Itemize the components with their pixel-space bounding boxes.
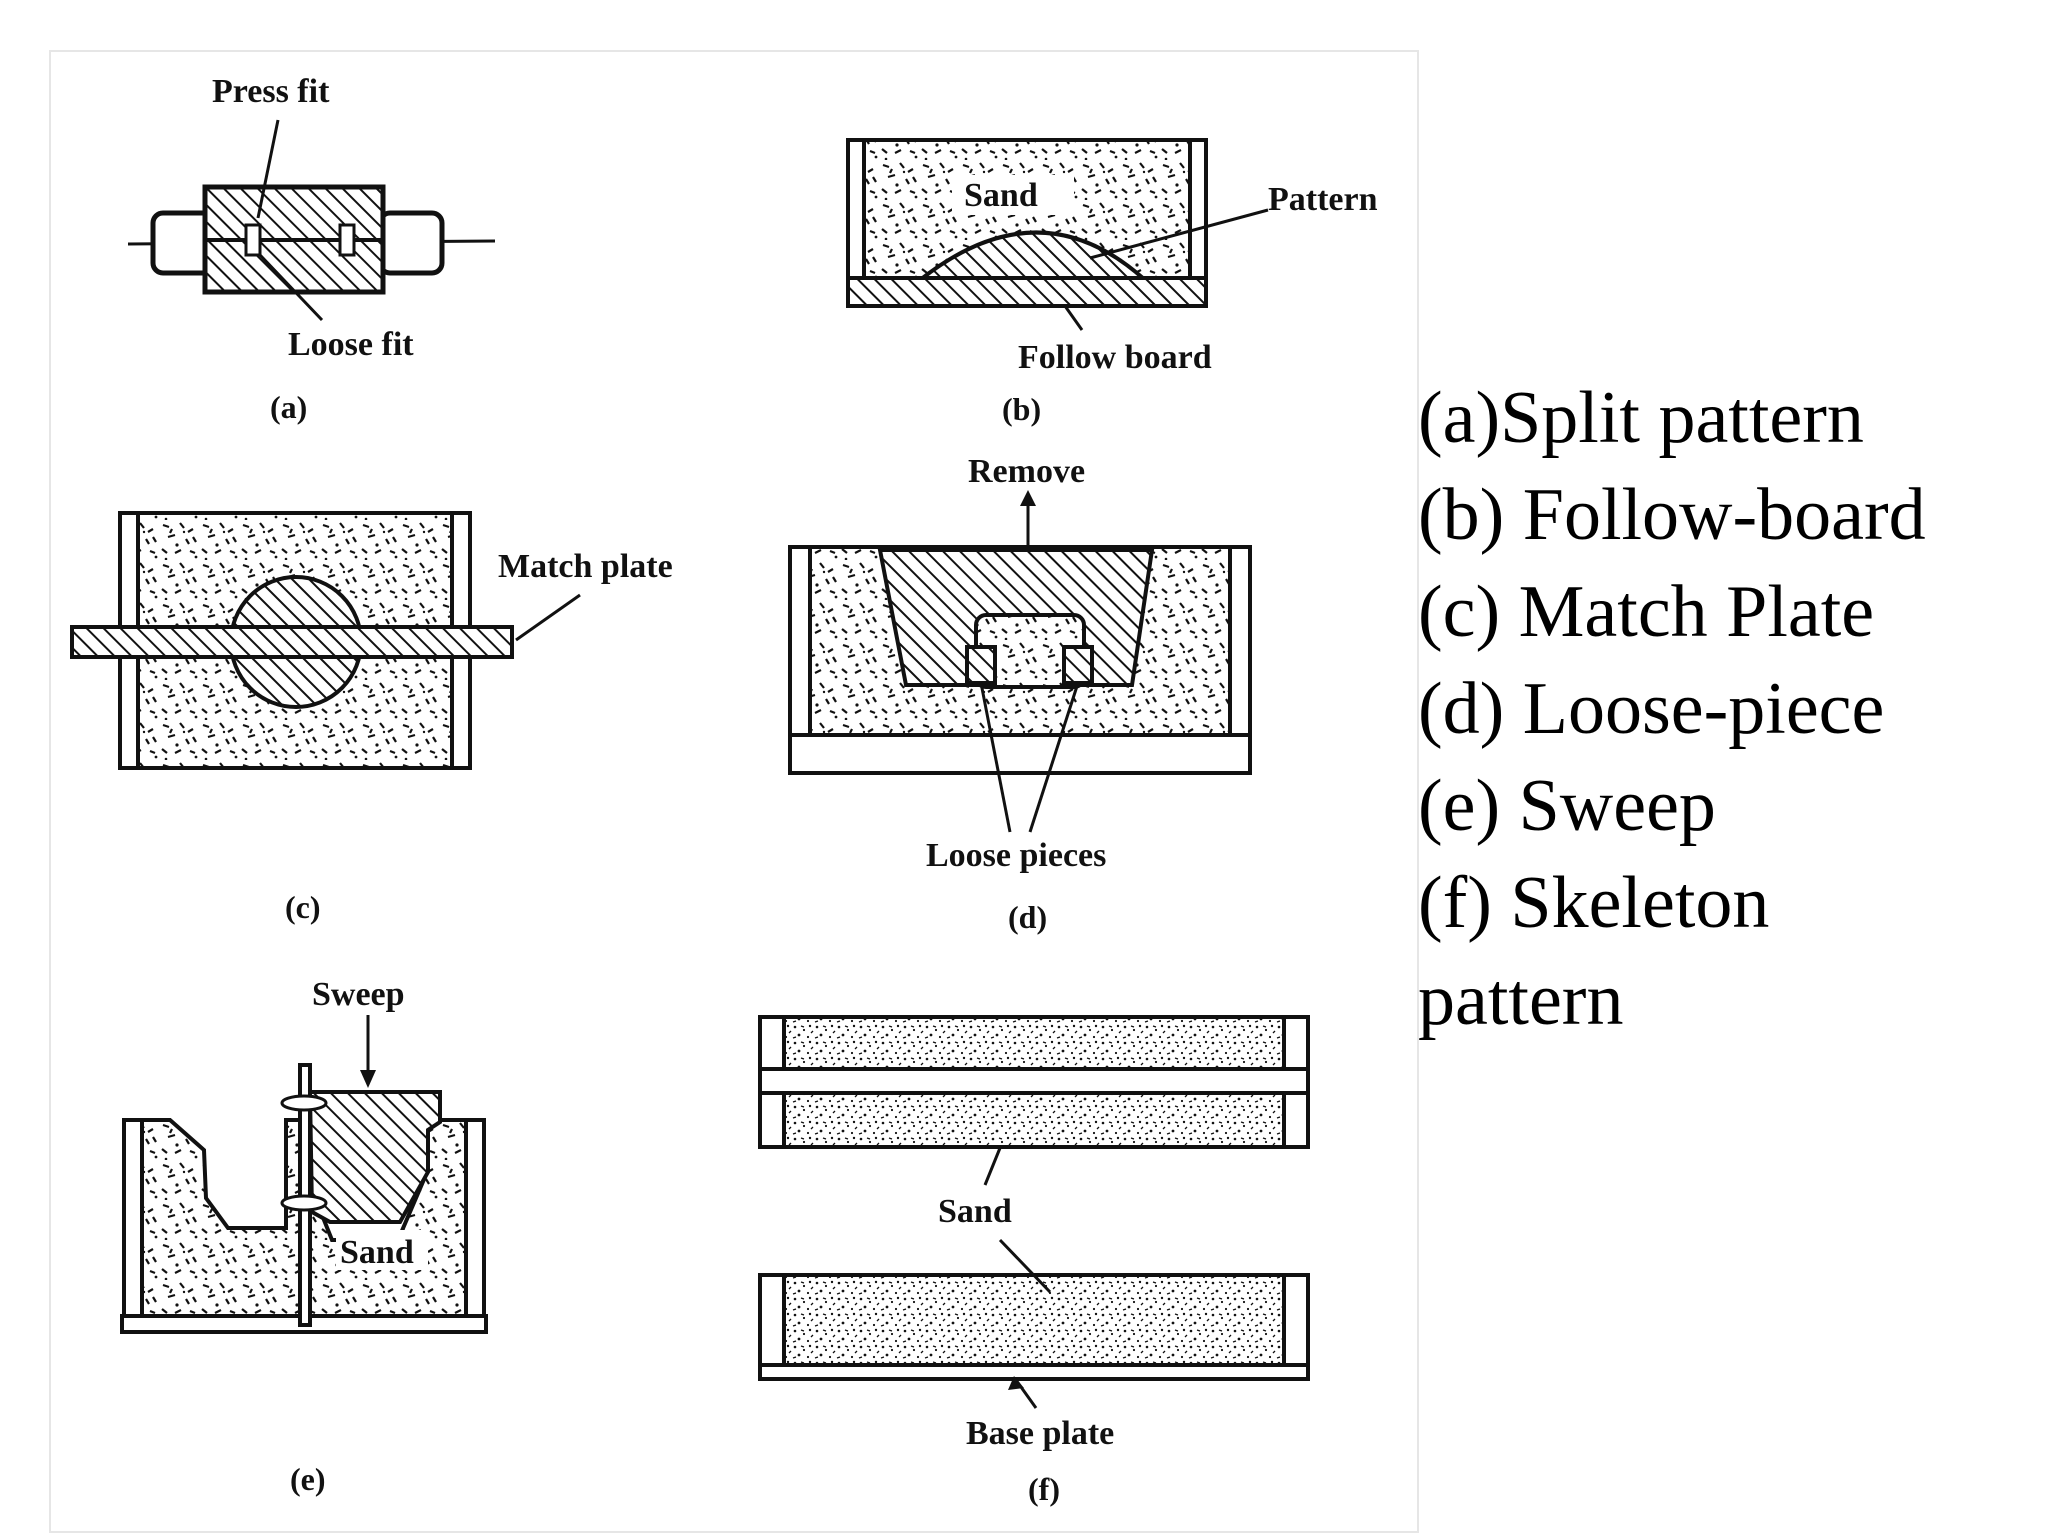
bottom-board-d bbox=[788, 733, 1252, 775]
label-pattern: Pattern bbox=[1268, 181, 1378, 218]
flask-wall-left-e bbox=[122, 1118, 144, 1326]
flask-wall-right-d bbox=[1228, 545, 1252, 737]
label-sand-e: Sand bbox=[340, 1234, 414, 1271]
top-flask-upper bbox=[758, 1015, 1310, 1071]
panel-a-split-pattern: Press fit Loose fit (a) bbox=[127, 73, 496, 425]
wall-bottom-right bbox=[1282, 1273, 1310, 1367]
legend-line-f-cont: pattern bbox=[1418, 959, 1624, 1041]
leader-follow-board bbox=[1063, 305, 1084, 331]
leader-sand-f-top bbox=[983, 1147, 1002, 1186]
follow-board-shape bbox=[846, 276, 1208, 308]
label-sweep: Sweep bbox=[312, 976, 405, 1013]
label-base-plate: Base plate bbox=[966, 1415, 1114, 1452]
wall-mid-left bbox=[758, 1091, 786, 1149]
flask-wall-left-d bbox=[788, 545, 812, 737]
wall-mid-right bbox=[1282, 1091, 1310, 1149]
label-loose-fit: Loose fit bbox=[288, 326, 414, 363]
label-sand-f: Sand bbox=[938, 1193, 1012, 1230]
match-plate-shape bbox=[70, 625, 514, 659]
leader-match-plate bbox=[515, 593, 581, 642]
dowel-pin-left bbox=[244, 223, 262, 257]
panel-d-loose-piece: Remove Loose pieces (d) bbox=[788, 453, 1252, 935]
caption-c: (c) bbox=[285, 889, 321, 925]
spindle-clamp-bottom bbox=[280, 1194, 328, 1212]
panel-e-sweep: Sweep Sand (e) bbox=[120, 976, 488, 1497]
leader-pattern bbox=[1089, 208, 1269, 260]
caption-f: (f) bbox=[1028, 1471, 1060, 1507]
caption-a: (a) bbox=[270, 389, 307, 425]
remove-arrow-head bbox=[1020, 490, 1036, 506]
loose-piece-right bbox=[1062, 645, 1094, 685]
sweep-arrow-head bbox=[360, 1070, 376, 1088]
wall-top-left bbox=[758, 1015, 786, 1071]
leader-press-fit bbox=[256, 119, 280, 219]
panel-f-skeleton: Sand Base plate (f) bbox=[758, 1015, 1310, 1507]
leader-loose-left bbox=[979, 682, 1012, 833]
sand-label-bg bbox=[952, 175, 1074, 215]
legend-line-d: (d) Loose-piece bbox=[1418, 668, 1885, 750]
label-loose-pieces: Loose pieces bbox=[926, 837, 1106, 874]
sweep-board bbox=[307, 1090, 442, 1224]
pattern-shape bbox=[914, 230, 1151, 282]
leader-loose-fit bbox=[258, 253, 324, 322]
caption-e: (e) bbox=[290, 1461, 326, 1497]
wall-bottom-left bbox=[758, 1273, 786, 1367]
label-follow-board: Follow board bbox=[1018, 339, 1212, 376]
loose-piece-left bbox=[965, 645, 997, 685]
dowel-pin-right bbox=[338, 223, 356, 257]
bottom-flask bbox=[758, 1273, 1310, 1367]
right-dowel bbox=[377, 210, 445, 276]
spindle-clamp-top bbox=[280, 1094, 328, 1112]
base-plate-shape bbox=[758, 1363, 1310, 1381]
legend-line-b: (b) Follow-board bbox=[1418, 474, 1926, 556]
legend-line-e: (e) Sweep bbox=[1418, 765, 1716, 847]
flask-wall-right-e bbox=[464, 1118, 486, 1326]
label-match-plate: Match plate bbox=[498, 548, 673, 585]
leader-loose-right bbox=[1028, 682, 1080, 833]
legend-line-a: (a)Split pattern bbox=[1418, 377, 1864, 459]
base-plate-arrow-head bbox=[1008, 1376, 1024, 1390]
leader-sand-f-bottom bbox=[998, 1238, 1052, 1294]
top-flask-lower bbox=[758, 1091, 1310, 1149]
middle-board bbox=[758, 1067, 1310, 1095]
legend-line-c: (c) Match Plate bbox=[1418, 571, 1875, 653]
wall-top-right bbox=[1282, 1015, 1310, 1071]
pattern-legend: (a)Split pattern (b) Follow-board (c) Ma… bbox=[1418, 370, 2038, 1049]
label-remove: Remove bbox=[968, 453, 1085, 490]
caption-b: (b) bbox=[1002, 391, 1041, 427]
label-sand-b: Sand bbox=[964, 177, 1038, 214]
panel-b-follow-board: Sand Pattern Follow board (b) bbox=[846, 138, 1378, 427]
sand-label-bg-e bbox=[336, 1230, 428, 1270]
figure-frame bbox=[49, 50, 1419, 1533]
legend-line-f: (f) Skeleton bbox=[1418, 862, 1770, 944]
caption-d: (d) bbox=[1008, 899, 1047, 935]
panel-c-match-plate: Match plate (c) bbox=[70, 511, 673, 925]
label-press-fit: Press fit bbox=[212, 73, 330, 110]
